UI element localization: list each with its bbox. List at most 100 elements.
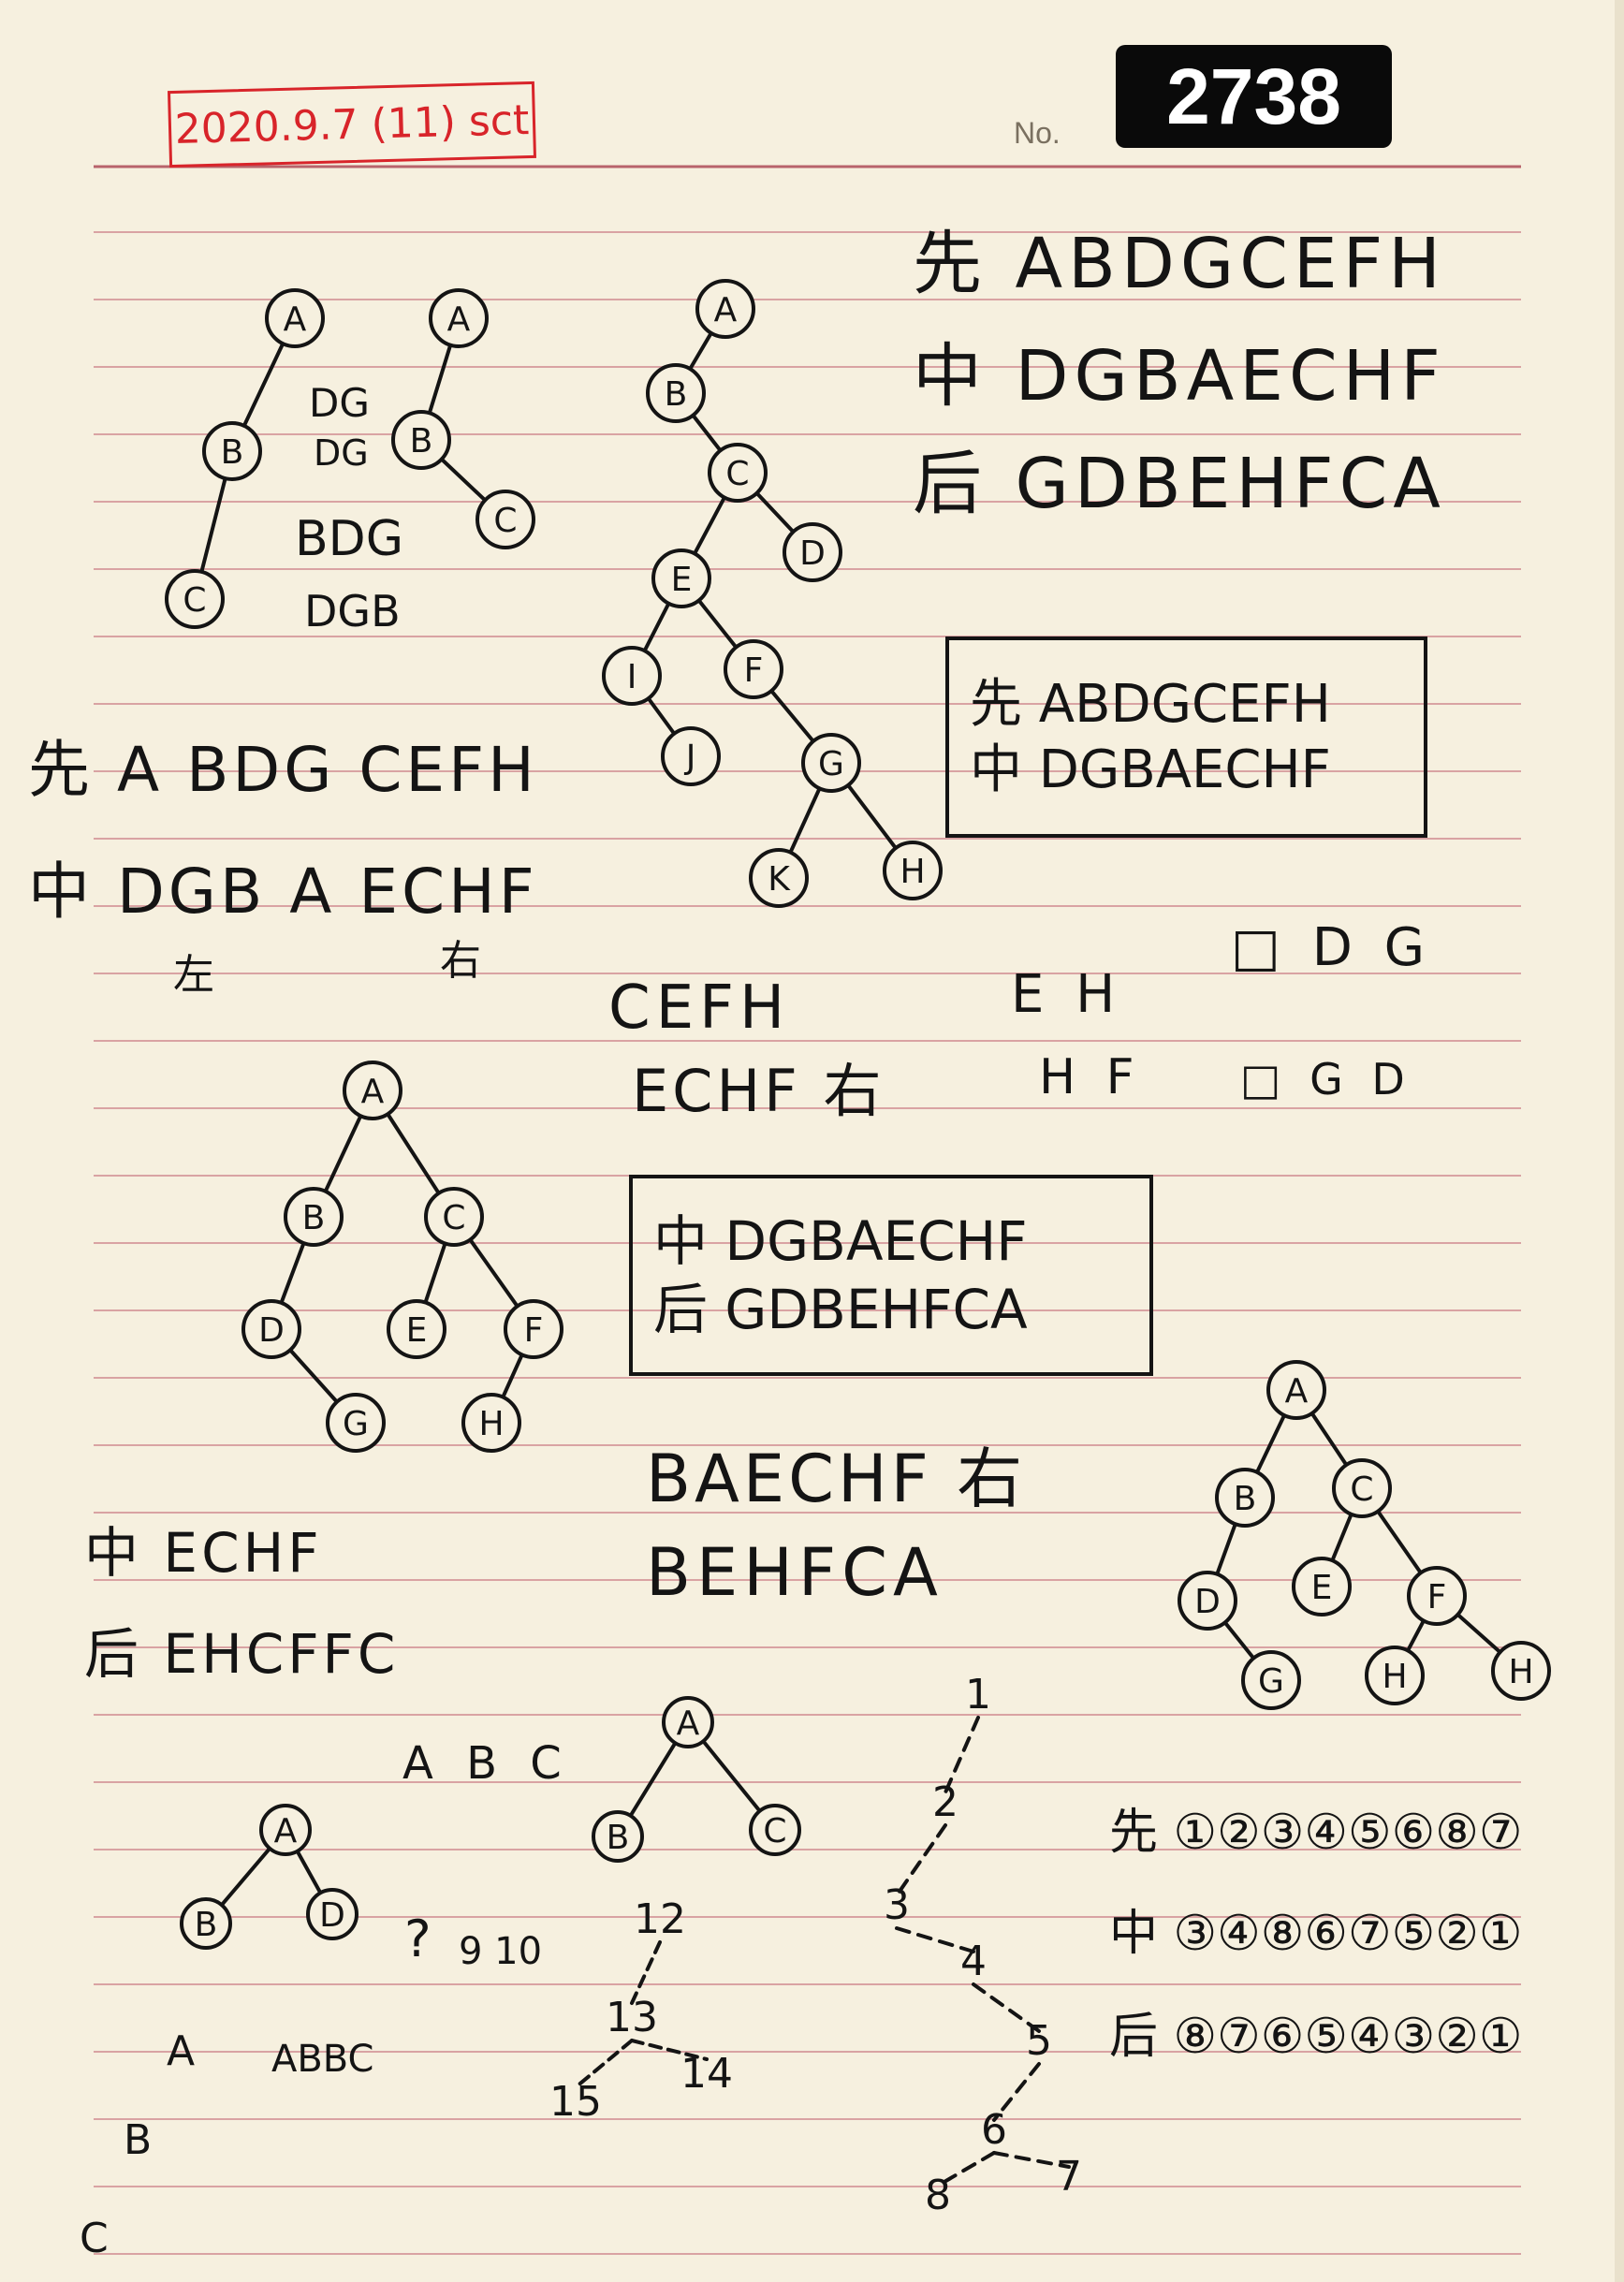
box-pre-line: 先 ABDGCEFH bbox=[970, 673, 1331, 735]
note-question: ? bbox=[404, 1909, 432, 1968]
node-circle bbox=[749, 848, 809, 908]
node-circle bbox=[504, 1299, 563, 1359]
node-circle bbox=[306, 1888, 358, 1940]
tree-node: C bbox=[708, 443, 768, 503]
node-circle bbox=[708, 443, 768, 503]
note-cefh: CEFH bbox=[608, 973, 791, 1043]
tree-node: A bbox=[662, 1696, 714, 1748]
node-circle bbox=[1292, 1557, 1352, 1616]
no-label: No. bbox=[1014, 116, 1061, 150]
chain-edge bbox=[992, 2062, 1041, 2122]
note-baechf: BAECHF 右 bbox=[646, 1441, 1027, 1517]
note-dgb: DGB bbox=[304, 586, 401, 636]
node-circle bbox=[1407, 1566, 1467, 1626]
tree-node: C bbox=[475, 490, 535, 549]
split-inorder: 中 DGB A ECHF bbox=[28, 856, 538, 928]
note-nums-9-10: 9 10 bbox=[459, 1930, 543, 1973]
numbered-preorder: 先 ①②③④⑤⑥⑧⑦ bbox=[1109, 1805, 1523, 1861]
note-sub-h-f: H F bbox=[1039, 1049, 1142, 1105]
node-letter: K bbox=[768, 860, 791, 899]
chain-edge bbox=[895, 1926, 975, 1953]
node-letter: D bbox=[319, 1896, 345, 1935]
node-letter: F bbox=[524, 1311, 544, 1350]
right-subtree-label: 右 bbox=[440, 937, 481, 985]
node-letter: F bbox=[744, 651, 764, 690]
chain-label-b: B bbox=[124, 2116, 153, 2164]
tree-node: D bbox=[241, 1299, 301, 1359]
tree-node: B bbox=[180, 1897, 232, 1950]
note-behfca: BEHFCA bbox=[646, 1534, 944, 1611]
node-letter: C bbox=[493, 502, 517, 540]
tree-node: G bbox=[1241, 1650, 1301, 1710]
tree-node: E bbox=[387, 1299, 446, 1359]
note-echf: ECHF 右 bbox=[632, 1057, 885, 1125]
node-circle bbox=[343, 1061, 402, 1120]
node-circle bbox=[1332, 1458, 1392, 1518]
node-letter: C bbox=[183, 581, 206, 620]
node-letter: C bbox=[1350, 1470, 1373, 1509]
node-letter: B bbox=[221, 433, 244, 472]
note-bdg: BDG bbox=[295, 511, 404, 567]
node-circle bbox=[241, 1299, 301, 1359]
tree-node: C bbox=[749, 1804, 801, 1856]
tree-node: C bbox=[424, 1187, 484, 1247]
node-letter: B bbox=[1234, 1480, 1257, 1518]
node-letter: D bbox=[799, 534, 826, 573]
node-circle bbox=[662, 1696, 714, 1748]
tree-node: B bbox=[1215, 1468, 1275, 1528]
node-circle bbox=[326, 1393, 386, 1453]
node-circle bbox=[165, 569, 225, 629]
chain-edge bbox=[630, 1940, 662, 2005]
tree-node: F bbox=[504, 1299, 563, 1359]
node-letter: D bbox=[258, 1311, 285, 1350]
node-letter: C bbox=[763, 1812, 786, 1850]
chain-number: 4 bbox=[960, 1938, 987, 1985]
node-circle bbox=[180, 1897, 232, 1950]
node-letter: I bbox=[627, 658, 637, 696]
chain-edge bbox=[936, 2151, 996, 2187]
node-circle bbox=[387, 1299, 446, 1359]
tree-node: B bbox=[592, 1810, 644, 1863]
node-letter: F bbox=[1427, 1578, 1447, 1616]
tree-node: H bbox=[883, 841, 943, 900]
tree-node: B bbox=[202, 421, 262, 481]
chain-label-a: A bbox=[167, 2027, 196, 2075]
tree-node: A bbox=[1266, 1360, 1326, 1420]
chain-edge bbox=[972, 1982, 1041, 2033]
node-letter: E bbox=[671, 561, 693, 599]
tree-node: G bbox=[801, 733, 861, 793]
node-letter: H bbox=[900, 853, 925, 891]
tree-node: H bbox=[461, 1393, 521, 1453]
node-letter: G bbox=[343, 1405, 369, 1443]
node-letter: J bbox=[684, 739, 696, 777]
chain-edge bbox=[574, 2039, 634, 2089]
node-circle bbox=[1266, 1360, 1326, 1420]
node-circle bbox=[592, 1810, 644, 1863]
preorder-sequence: 先 ABDGCEFH bbox=[913, 224, 1446, 304]
tree-node: C bbox=[165, 569, 225, 629]
node-letter: A bbox=[714, 291, 738, 329]
chain-number: 14 bbox=[680, 2050, 733, 2098]
note-dg-1: DG bbox=[309, 380, 370, 426]
node-circle bbox=[695, 279, 755, 339]
node-circle bbox=[424, 1187, 484, 1247]
tree-node: F bbox=[724, 639, 783, 699]
chain-edge bbox=[944, 1716, 980, 1794]
node-circle bbox=[202, 421, 262, 481]
node-circle bbox=[461, 1393, 521, 1453]
tree-node: A bbox=[343, 1061, 402, 1120]
chain-number: 7 bbox=[1056, 2153, 1082, 2201]
note-post-ehcffc: 后 EHCFFC bbox=[84, 1622, 400, 1686]
node-letter: B bbox=[302, 1199, 326, 1237]
numbered-inorder: 中 ③④⑧⑥⑦⑤②① bbox=[1109, 1906, 1523, 1962]
node-letter: B bbox=[410, 422, 433, 461]
chain-edge bbox=[630, 2039, 709, 2061]
node-circle bbox=[749, 1804, 801, 1856]
node-letter: H bbox=[1508, 1653, 1533, 1691]
chain-edge bbox=[992, 2151, 1071, 2169]
box-post-line: 后 GDBEHFCA bbox=[653, 1277, 1028, 1341]
chain-number: 8 bbox=[925, 2172, 951, 2219]
chain-number: 3 bbox=[884, 1881, 910, 1929]
